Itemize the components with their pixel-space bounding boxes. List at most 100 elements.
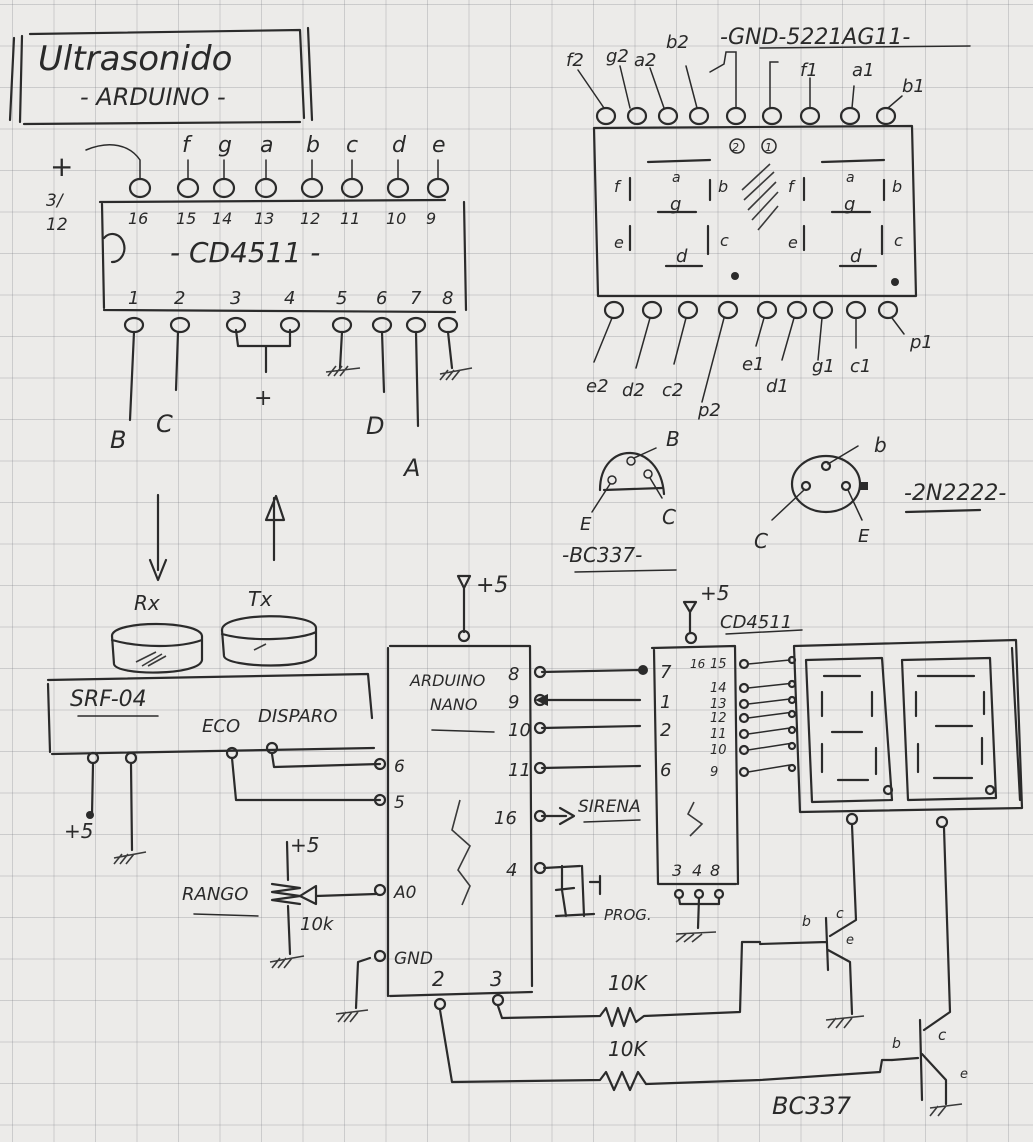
pin-pad	[799, 106, 821, 126]
arduino-left-pin: GND	[394, 949, 433, 969]
label-pin7: A	[402, 454, 420, 482]
cd4511-right-pin: 9	[710, 765, 718, 780]
cd4511-name: CD4511	[720, 612, 792, 633]
pin-pad	[373, 949, 387, 963]
pot-rango: +5 RANGO 10k	[182, 833, 378, 969]
top-label: g2	[606, 46, 629, 67]
pin-pad	[331, 316, 353, 334]
arduino-name2: NANO	[430, 695, 477, 714]
pin-pad	[738, 766, 750, 778]
digit-mark-1: 1	[765, 141, 772, 154]
cd4511-left-pin: 7	[660, 662, 672, 683]
label-pin1: B	[110, 426, 126, 454]
pin-pad	[688, 106, 710, 126]
pin-pad	[426, 177, 450, 199]
segment-g: g	[844, 194, 855, 215]
arduino-right-pin: 8	[508, 664, 519, 685]
pin-pad	[603, 300, 625, 320]
pin-pad	[641, 300, 663, 320]
segment-f: f	[614, 177, 622, 196]
pin-pad	[254, 177, 278, 199]
top-label: b2	[666, 32, 689, 53]
cd4511-left-pin: 1	[660, 692, 671, 713]
bottom-pin-number: 4	[284, 288, 295, 309]
disparo-label: DISPARO	[258, 706, 338, 727]
top-label: e	[432, 133, 446, 158]
bc337-b: B	[666, 427, 680, 451]
pin-pad	[877, 300, 899, 320]
pot-value: 10k	[300, 914, 335, 935]
q1-e: e	[846, 933, 854, 948]
bottom-pin-number: 2	[174, 288, 185, 309]
bottom-label: e2	[586, 376, 609, 397]
segment-d: d	[850, 246, 862, 267]
top-pin-number: 13	[254, 209, 274, 228]
top-label: b	[306, 133, 320, 158]
top-label: d	[392, 133, 407, 158]
bottom-label: p2	[697, 400, 721, 421]
title-line1: Ultrasonido	[38, 39, 232, 79]
top-pin-number: 16	[128, 209, 148, 228]
arduino-pin-3: 3	[490, 967, 503, 991]
pin-pad	[212, 177, 236, 199]
cd4511-bottom-pin-8: 8	[710, 861, 720, 880]
plus-sign: +	[50, 150, 73, 183]
arduino-left-pin: 6	[394, 757, 405, 777]
cd4511-right-pin: 13	[710, 697, 727, 712]
label-pin6: D	[366, 412, 384, 440]
segment-a: a	[672, 170, 681, 186]
segment-a: a	[846, 170, 855, 186]
top-label: f	[182, 133, 193, 158]
segment-f: f	[788, 177, 796, 196]
pin-pad	[738, 658, 750, 670]
top-pin-number: 12	[300, 209, 320, 228]
segment-e: e	[788, 233, 798, 252]
arduino-right-pin: 16	[494, 808, 517, 829]
sensor-vcc: +5	[64, 819, 93, 843]
resistor-2-value: 10K	[608, 1037, 648, 1061]
segment-b: b	[718, 177, 728, 196]
supply-note-bottom: 12	[46, 215, 68, 235]
dual-display	[747, 638, 1024, 829]
pin-pad	[875, 106, 897, 126]
arduino-right-pin: 10	[508, 720, 531, 741]
data-wires	[535, 665, 648, 770]
sensor-name: SRF-04	[70, 687, 147, 712]
arduino-right-pin: 9	[508, 692, 519, 713]
display-pin-pad	[787, 763, 797, 773]
top-label: a2	[634, 50, 656, 71]
bottom-pin-number: 1	[128, 288, 139, 309]
top-label: f2	[566, 50, 584, 71]
pin-pad	[725, 106, 747, 126]
bottom-pin-number: 5	[336, 288, 347, 309]
pin-pad	[437, 316, 459, 334]
pin-pad	[657, 106, 679, 126]
bottom-pin-number: 7	[410, 288, 422, 309]
cd4511-right-pin: 12	[710, 711, 727, 726]
q2-c: c	[938, 1026, 947, 1044]
bc337-name: -BC337-	[562, 543, 642, 567]
bottom-pin-number: 6	[376, 288, 387, 309]
arduino-left-pin: A0	[393, 883, 416, 903]
bottom-label: e1	[742, 354, 765, 375]
arduino-right-pin: 4	[506, 860, 517, 881]
sirena-prog: SIRENA PROG.	[540, 797, 652, 924]
q2-b: b	[892, 1036, 901, 1052]
pot-supply: +5	[290, 833, 319, 857]
pin-pad	[756, 300, 778, 320]
bottom-label: g1	[812, 356, 835, 377]
pin-pad	[738, 712, 750, 724]
arduino-pin-2: 2	[432, 967, 445, 991]
pin-pad	[738, 682, 750, 694]
pin-pad	[839, 106, 861, 126]
p2n2222-e: E	[858, 526, 870, 547]
cd4511-left-pin: 2	[660, 720, 671, 741]
prog-label: PROG.	[604, 906, 652, 924]
